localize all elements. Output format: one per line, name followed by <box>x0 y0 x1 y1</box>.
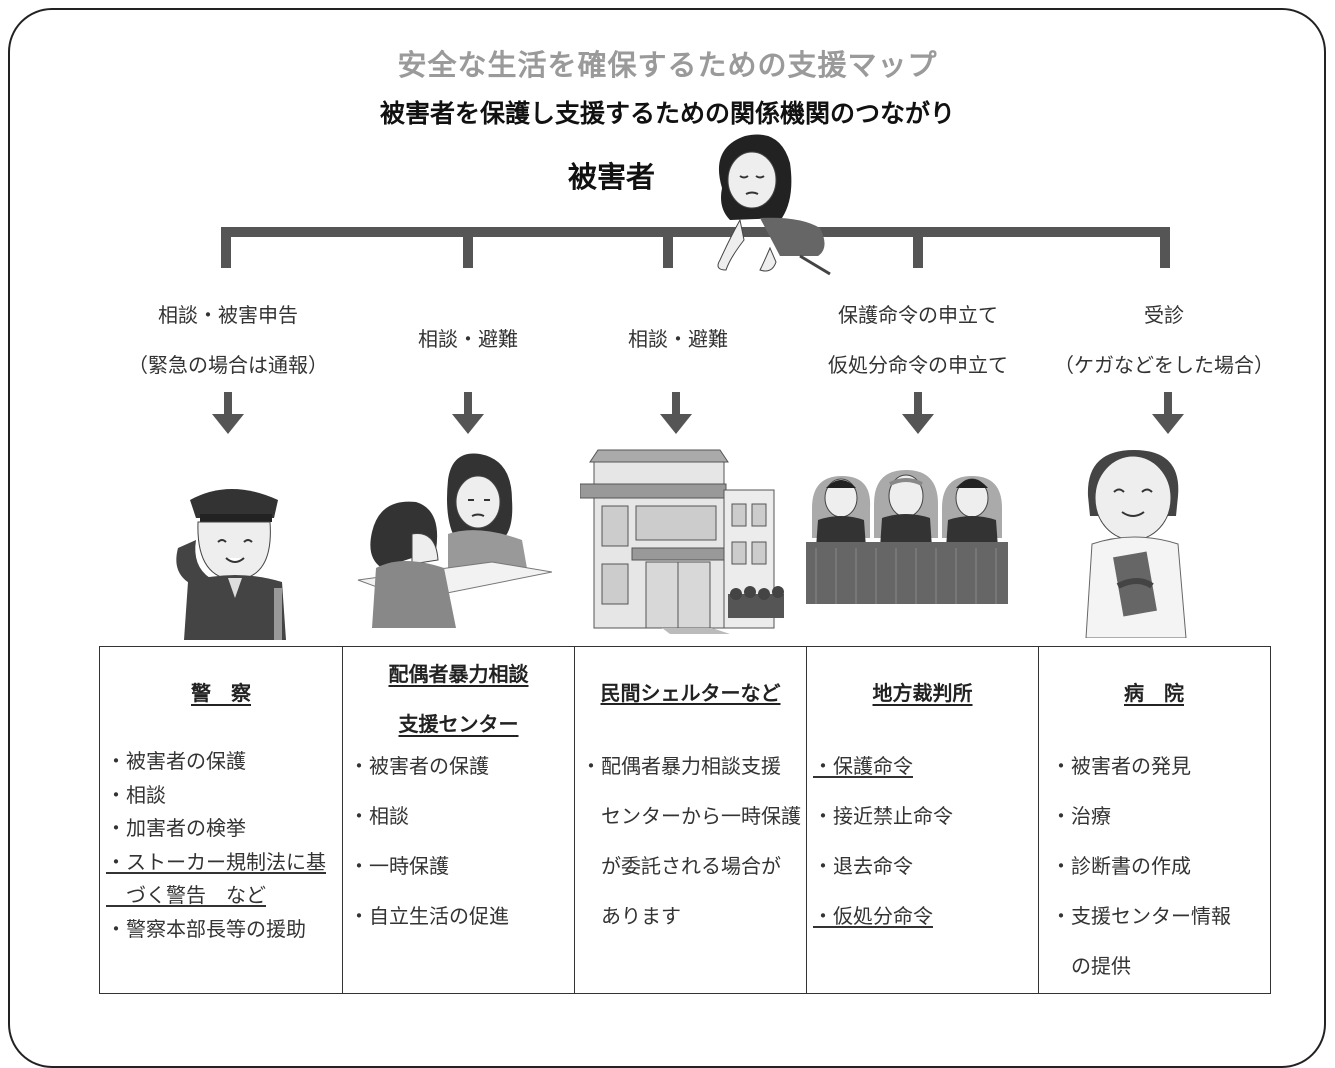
list-item: センターから一時保護 <box>581 804 801 828</box>
map-title: 安全な生活を確保するための支援マップ <box>397 48 938 82</box>
branch-label-court: 保護命令の申立て仮処分命令の申立て <box>828 303 1008 377</box>
list-item: ・退去命令 <box>813 854 913 878</box>
column-heading: 警 察 <box>191 681 251 705</box>
court-judges-illustration <box>806 470 1008 604</box>
column-district-court: 地方裁判所 ・保護命令 ・接近禁止命令 ・退去命令 ・仮処分命令 <box>807 647 1039 993</box>
list-item: ・仮処分命令 <box>813 904 933 928</box>
branch-label-shelter: 相談・避難 <box>628 327 728 351</box>
list-item: ・被害者の保護 <box>349 754 489 778</box>
list-item: ・被害者の発見 <box>1051 754 1191 778</box>
list-item: ・治療 <box>1051 804 1111 828</box>
column-items: ・被害者の保護 ・相談 ・一時保護 ・自立生活の促進 <box>349 741 572 941</box>
list-item: の提供 <box>1051 954 1131 978</box>
list-item: ・診断書の作成 <box>1051 854 1191 878</box>
map-subtitle: 被害者を保護し支援するための関係機関のつながり <box>379 99 955 128</box>
judge-figure <box>874 470 938 548</box>
column-heading: 病 院 <box>1124 681 1184 705</box>
list-item: ・ストーカー規制法に基 <box>106 849 326 874</box>
list-item: ・警察本部長等の援助 <box>106 916 306 941</box>
down-arrow-icon <box>1152 392 1184 434</box>
list-item: あります <box>581 904 681 928</box>
column-support-center: 配偶者暴力相談支援センター ・被害者の保護 ・相談 ・一時保護 ・自立生活の促進 <box>343 647 575 993</box>
down-arrow-icon <box>212 392 244 434</box>
organization-table: 警 察 ・被害者の保護 ・相談 ・加害者の検挙 ・ストーカー規制法に基 づく警告… <box>99 646 1271 994</box>
list-item: づく警告 など <box>106 883 266 907</box>
consultation-illustration <box>357 453 552 628</box>
list-item: ・一時保護 <box>349 854 449 878</box>
down-arrow-icon <box>452 392 484 434</box>
column-items: ・配偶者暴力相談支援 センターから一時保護 が委託される場合が あります <box>581 741 804 941</box>
column-items: ・保護命令 ・接近禁止命令 ・退去命令 ・仮処分命令 <box>813 741 1036 941</box>
list-item: ・被害者の保護 <box>106 749 246 773</box>
list-item: が委託される場合が <box>581 854 781 878</box>
column-shelter: 民間シェルターなど ・配偶者暴力相談支援 センターから一時保護 が委託される場合… <box>575 647 807 993</box>
branch-label-center: 相談・避難 <box>418 327 518 351</box>
nurse-illustration <box>1085 450 1187 638</box>
list-item: ・相談 <box>349 804 409 828</box>
column-heading: 民間シェルターなど <box>600 681 781 705</box>
column-items: ・被害者の保護 ・相談 ・加害者の検挙 ・ストーカー規制法に基 づく警告 など … <box>106 745 340 946</box>
victim-label: 被害者 <box>568 160 656 194</box>
column-heading: 配偶者暴力相談支援センター <box>388 662 529 736</box>
down-arrow-icon <box>660 392 692 434</box>
police-officer-illustration <box>176 489 286 640</box>
judge-figure <box>812 476 871 548</box>
column-hospital: 病 院 ・被害者の発見 ・治療 ・診断書の作成 ・支援センター情報 の提供 <box>1039 647 1269 993</box>
list-item: ・支援センター情報 <box>1051 904 1231 928</box>
list-item: ・保護命令 <box>813 754 913 778</box>
judge-figure <box>942 476 1002 548</box>
list-item: ・加害者の検挙 <box>106 816 246 840</box>
branch-label-hospital: 受診（ケガなどをした場合） <box>1054 303 1274 377</box>
list-item: ・自立生活の促進 <box>349 904 509 928</box>
victim-illustration <box>717 134 831 276</box>
column-heading: 地方裁判所 <box>872 681 973 705</box>
down-arrow-icon <box>902 392 934 434</box>
column-items: ・被害者の発見 ・治療 ・診断書の作成 ・支援センター情報 の提供 <box>1051 741 1267 991</box>
list-item: ・配偶者暴力相談支援 <box>581 754 781 778</box>
shelter-building-illustration <box>580 449 784 634</box>
branch-label-police: 相談・被害申告（緊急の場合は通報） <box>128 303 328 377</box>
column-police: 警 察 ・被害者の保護 ・相談 ・加害者の検挙 ・ストーカー規制法に基 づく警告… <box>100 647 343 993</box>
connector-tree <box>212 227 1184 434</box>
list-item: ・相談 <box>106 782 166 807</box>
list-item: ・接近禁止命令 <box>813 804 953 828</box>
